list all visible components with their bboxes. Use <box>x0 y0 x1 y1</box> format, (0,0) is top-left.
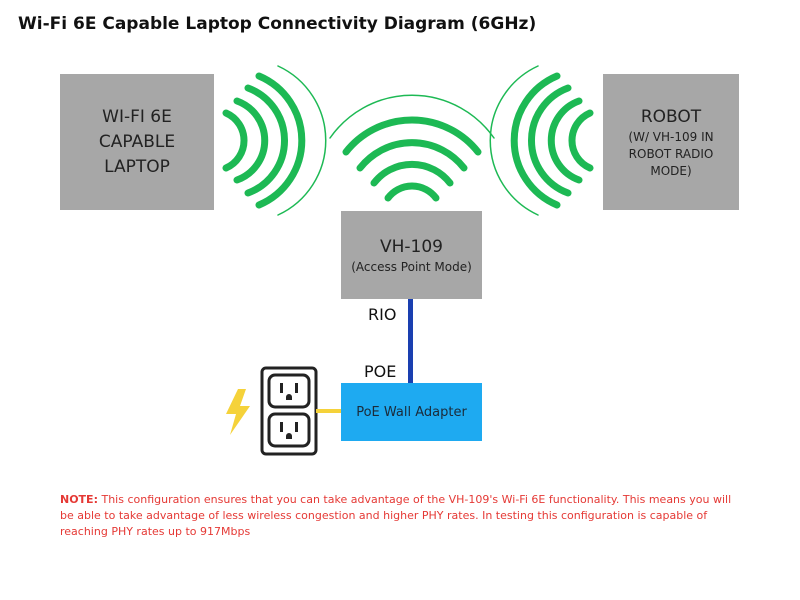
robot-label-line2: ROBOT RADIO <box>628 146 714 161</box>
access-point-wifi-waves-icon <box>329 94 495 202</box>
note-text: NOTE: This configuration ensures that yo… <box>60 492 745 540</box>
power-cord <box>316 409 341 413</box>
robot-label-line3: MODE) <box>650 163 692 178</box>
access-point-title: VH-109 <box>380 236 443 257</box>
robot-label-title: ROBOT <box>640 106 702 127</box>
laptop-label-line3: LAPTOP <box>104 156 170 177</box>
access-point-subtitle: (Access Point Mode) <box>351 259 472 274</box>
laptop-label-line2: CAPABLE <box>98 131 176 152</box>
cable-rio-label: RIO <box>368 305 397 324</box>
lightning-bolt-icon <box>226 389 250 435</box>
ethernet-cable <box>408 299 413 383</box>
note-prefix: NOTE: <box>60 493 98 506</box>
poe-wall-adapter-box: PoE Wall Adapter <box>341 383 482 441</box>
poe-adapter-label: PoE Wall Adapter <box>356 404 467 420</box>
page-title: Wi-Fi 6E Capable Laptop Connectivity Dia… <box>18 14 537 34</box>
laptop-wifi-waves-icon <box>222 65 327 216</box>
robot-label-line1: (W/ VH-109 IN <box>628 129 714 144</box>
robot-wifi-waves-icon <box>489 65 594 216</box>
cable-poe-label: POE <box>364 362 397 381</box>
note-body: This configuration ensures that you can … <box>60 493 732 538</box>
access-point-box: VH-109 (Access Point Mode) <box>341 211 482 299</box>
power-outlet-icon <box>260 366 318 456</box>
laptop-box: WI-FI 6E CAPABLE LAPTOP <box>60 74 214 210</box>
laptop-label-line1: WI-FI 6E <box>102 106 172 127</box>
robot-box: ROBOT (W/ VH-109 IN ROBOT RADIO MODE) <box>603 74 739 210</box>
